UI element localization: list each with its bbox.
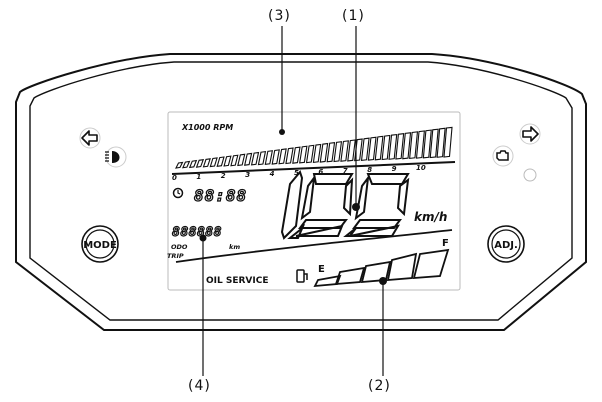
tachometer-bar xyxy=(347,139,356,162)
headlight-icon xyxy=(105,146,127,168)
tachometer-bar xyxy=(360,137,370,162)
tachometer-bar xyxy=(250,151,260,166)
tachometer-bar xyxy=(409,131,419,160)
engine-check-icon xyxy=(492,145,514,167)
tachometer-baseline xyxy=(171,161,456,175)
tachometer-scale: 0 1 2 3 4 5 6 7 8 9 10 xyxy=(172,164,426,182)
fuel-pump-icon xyxy=(296,269,308,283)
tachometer-bar xyxy=(381,134,391,161)
fuel-empty-label: E xyxy=(318,264,325,275)
cluster-housing-inner xyxy=(29,61,573,321)
tachometer-bar xyxy=(292,146,301,164)
tachometer-title: X1000 RPM xyxy=(181,123,233,132)
tachometer-scale-label: 6 xyxy=(318,168,323,176)
tachometer-bar xyxy=(443,126,453,158)
tachometer-bar xyxy=(202,158,211,168)
tachometer-bar xyxy=(429,128,439,159)
tachometer-bar xyxy=(216,156,225,167)
callout-label-2: (2) xyxy=(368,378,391,394)
tachometer-bar xyxy=(422,129,432,159)
tachometer-scale-label: 8 xyxy=(367,166,372,174)
tachometer-bar xyxy=(264,150,274,165)
fuel-segments xyxy=(313,248,450,288)
speed-callout-dot xyxy=(352,203,360,211)
tachometer-scale-label: 7 xyxy=(343,167,348,175)
tachometer-bar xyxy=(415,130,425,159)
tachometer-bar xyxy=(402,132,412,160)
speed-digits xyxy=(280,169,410,240)
tacho-callout-dot xyxy=(279,129,285,135)
tachometer-bar xyxy=(285,147,294,165)
lcd-panel xyxy=(167,111,461,291)
tachometer-bar xyxy=(388,133,398,160)
adjust-button-label: ADJ. xyxy=(494,240,518,251)
mode-button-label: MODE xyxy=(83,240,117,251)
tachometer-bar xyxy=(244,152,253,166)
tachometer-bar xyxy=(333,141,343,163)
tachometer-bar xyxy=(326,142,336,163)
tachometer-bar xyxy=(175,161,184,169)
fuel-gauge-guide xyxy=(175,229,453,263)
adjust-button[interactable] xyxy=(487,225,525,263)
tachometer-bar xyxy=(257,150,267,166)
speed-unit: km/h xyxy=(414,210,447,224)
tachometer-bar xyxy=(319,142,329,163)
tachometer-scale-label: 2 xyxy=(221,172,226,180)
callout-label-1: (1) xyxy=(342,8,365,24)
cluster-housing-outer xyxy=(15,53,587,331)
tachometer-scale-label: 1 xyxy=(196,173,201,181)
speed-digit-3 xyxy=(343,173,410,237)
tachometer-scale-label: 4 xyxy=(270,170,275,178)
clock-readout: 88:88 xyxy=(194,186,247,205)
fuel-segment-2 xyxy=(334,266,366,286)
speed-digit-1 xyxy=(280,169,304,240)
indicator-led xyxy=(523,168,537,182)
tachometer-bar xyxy=(209,157,218,168)
tachometer-bar xyxy=(299,145,308,164)
clock-icon xyxy=(172,187,184,199)
tachometer-scale-label: 0 xyxy=(172,174,177,182)
tachometer-bar xyxy=(271,149,280,165)
callout-label-4: (4) xyxy=(188,378,211,394)
odometer-readout: 888888 xyxy=(172,225,222,240)
tachometer-bar xyxy=(367,136,377,161)
tachometer-scale-label: 3 xyxy=(245,171,250,179)
tachometer-bar xyxy=(436,127,446,158)
tachometer-bar xyxy=(188,159,198,169)
fuel-full-label: F xyxy=(442,238,449,249)
tachometer-bar xyxy=(340,140,349,162)
speed-digit-2 xyxy=(287,173,354,239)
tachometer-bar-graph xyxy=(175,126,453,169)
odometer-mode-odo: ODO xyxy=(171,243,188,251)
left-turn-arrow-icon xyxy=(79,127,101,149)
tachometer-bar xyxy=(395,133,405,160)
tachometer-bar xyxy=(223,155,232,167)
odometer-unit: km xyxy=(229,243,240,251)
fuel-callout-dot xyxy=(379,277,387,285)
fuel-segment-5 xyxy=(412,248,450,279)
tachometer-scale-label: 10 xyxy=(416,164,426,172)
odometer-callout-dot xyxy=(199,234,207,242)
tachometer-scale-label: 5 xyxy=(294,169,299,177)
callout-label-3: (3) xyxy=(268,8,291,24)
tachometer-bar xyxy=(312,143,322,163)
tachometer-bar xyxy=(374,135,384,161)
odometer-mode-trip: TRIP xyxy=(167,252,184,260)
tachometer-bar xyxy=(278,148,287,165)
tachometer-bar xyxy=(195,159,205,168)
oil-service-label: OIL SERVICE xyxy=(206,276,269,286)
tachometer-bar xyxy=(230,154,239,167)
tachometer-bar xyxy=(237,153,246,167)
fuel-segment-4 xyxy=(386,252,418,281)
callout-leaders xyxy=(202,26,384,376)
tachometer-bar xyxy=(305,144,315,164)
mode-button[interactable] xyxy=(81,225,119,263)
tachometer-scale-label: 9 xyxy=(392,165,397,173)
tachometer-bar xyxy=(181,160,191,169)
right-turn-arrow-icon xyxy=(519,123,541,145)
